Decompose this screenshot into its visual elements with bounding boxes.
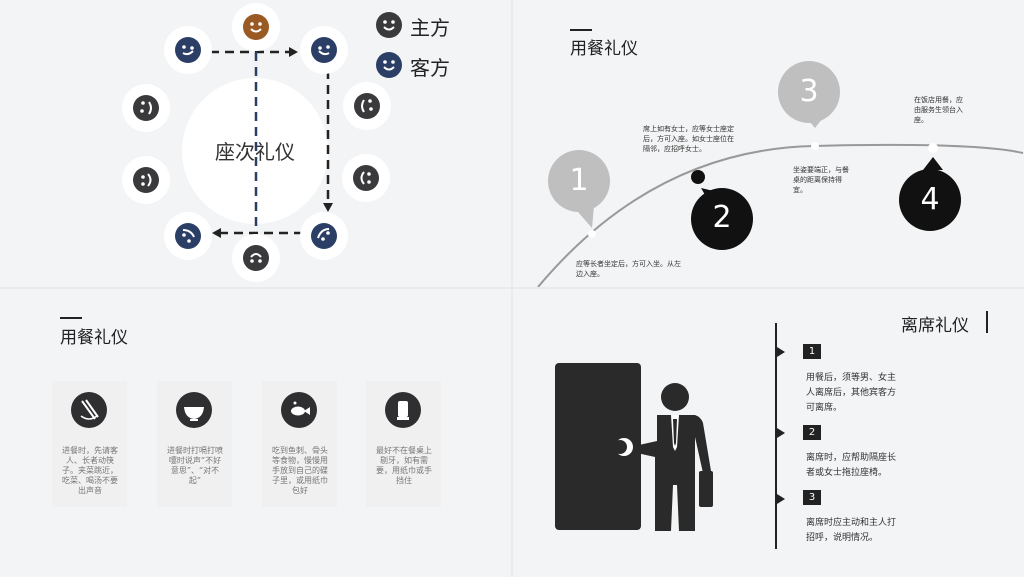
timeline-marker (777, 494, 785, 504)
vertical-timeline (775, 323, 777, 549)
smiley-icon (243, 14, 269, 40)
host-legend-icon (376, 12, 402, 38)
seat-host (122, 156, 170, 204)
item-number: 2 (803, 425, 821, 440)
bowl-icon (176, 392, 212, 428)
step-number: 2 (712, 200, 732, 235)
step-text: 应等长者坐定后，方可入坐。从左边入座。 (576, 260, 681, 278)
seat-host (122, 84, 170, 132)
step-number: 4 (920, 182, 940, 217)
chopsticks-icon (71, 392, 107, 428)
leaving-panel: 离席礼仪 1 用餐后，须等男、女主人离席后，其他宾客方可离席。 2 离席时，应帮… (513, 289, 1024, 577)
seat-host-bottom (232, 234, 280, 282)
host-legend-label: 主方 (410, 16, 450, 40)
smiley-icon (353, 165, 379, 191)
tip-text: 最好不在餐桌上剔牙，如有需要，用纸巾或手挡住 (376, 446, 432, 485)
timeline-marker (777, 347, 785, 357)
exit-illustration (555, 363, 713, 531)
title-dash (60, 317, 82, 319)
section-title: 用餐礼仪 (60, 328, 128, 348)
fish-icon (281, 392, 317, 428)
tip-card: 进餐时，先请客人、长者动筷子。夹菜跳近，吃菜、喝汤不要出声音 (52, 381, 127, 507)
tip-text: 进餐时打嗝打喷嚏时说声“不好意思”、“对不起” (167, 446, 223, 485)
guest-legend-label: 客方 (410, 56, 450, 80)
tip-text: 进餐时，先请客人、长者动筷子。夹菜跳近，吃菜、喝汤不要出声音 (62, 446, 118, 495)
step-number: 1 (569, 163, 589, 198)
timeline-marker (777, 428, 785, 438)
seat-guest (164, 26, 212, 74)
tip-text: 吃到鱼刺、骨头等食物，慢慢用手放到自己的碟子里，或用纸巾包好 (272, 446, 328, 495)
item-number: 1 (803, 344, 821, 359)
smiley-icon (354, 93, 380, 119)
step-text: 席上如有女士，应等女士座定后，方可入座。如女士座位在隔邻，应招呼女士。 (643, 125, 734, 153)
step-number: 3 (799, 74, 819, 109)
smiley-icon (311, 223, 337, 249)
title-dash (570, 29, 592, 31)
section-title: 离席礼仪 (901, 316, 969, 336)
seat-host (342, 154, 390, 202)
item-text: 离席时应主动和主人打招呼，说明情况。 (806, 518, 897, 543)
guest-legend-icon (376, 52, 402, 78)
seat-guest (300, 26, 348, 74)
seating-path-arrows (210, 47, 333, 238)
dining-timeline-panel: 用餐礼仪 1 2 3 4 应等长者坐定后，方可入坐。从左边入座。 席上如有女士，… (513, 0, 1024, 287)
tissue-icon (385, 392, 421, 428)
tip-card: 吃到鱼刺、骨头等食物，慢慢用手放到自己的碟子里，或用纸巾包好 (262, 381, 337, 507)
seat-host-top (232, 3, 280, 51)
item-number: 3 (803, 490, 821, 505)
seating-panel: 座次礼仪 主方 客方 (0, 0, 511, 287)
tip-card: 进餐时打嗝打喷嚏时说声“不好意思”、“对不起” (157, 381, 232, 507)
title-bar (986, 311, 988, 333)
section-title: 用餐礼仪 (570, 39, 638, 59)
smiley-icon (133, 95, 159, 121)
item-text: 用餐后，须等男、女主人离席后，其他宾客方可离席。 (806, 373, 897, 413)
smiley-icon (175, 37, 201, 63)
timeline-arc (537, 61, 1024, 287)
smiley-icon (133, 167, 159, 193)
dining-tips-panel: 用餐礼仪 进餐时，先请客人、长者动筷子。夹菜跳近，吃菜、喝汤不要出声音 进餐时打… (0, 289, 511, 577)
seat-guest (164, 212, 212, 260)
tip-card: 最好不在餐桌上剔牙，如有需要，用纸巾或手挡住 (366, 381, 441, 507)
seat-host (343, 82, 391, 130)
item-text: 离席时，应帮助隔座长者或女士拖拉座椅。 (806, 453, 897, 478)
smiley-icon (175, 223, 201, 249)
smiley-icon (311, 37, 337, 63)
step-text: 坐姿要端正，与餐桌的距离保持得宜。 (793, 166, 849, 194)
step-text: 在饭店用餐，应由服务生领台入座。 (914, 96, 963, 124)
seat-guest (300, 212, 348, 260)
smiley-icon (243, 245, 269, 271)
